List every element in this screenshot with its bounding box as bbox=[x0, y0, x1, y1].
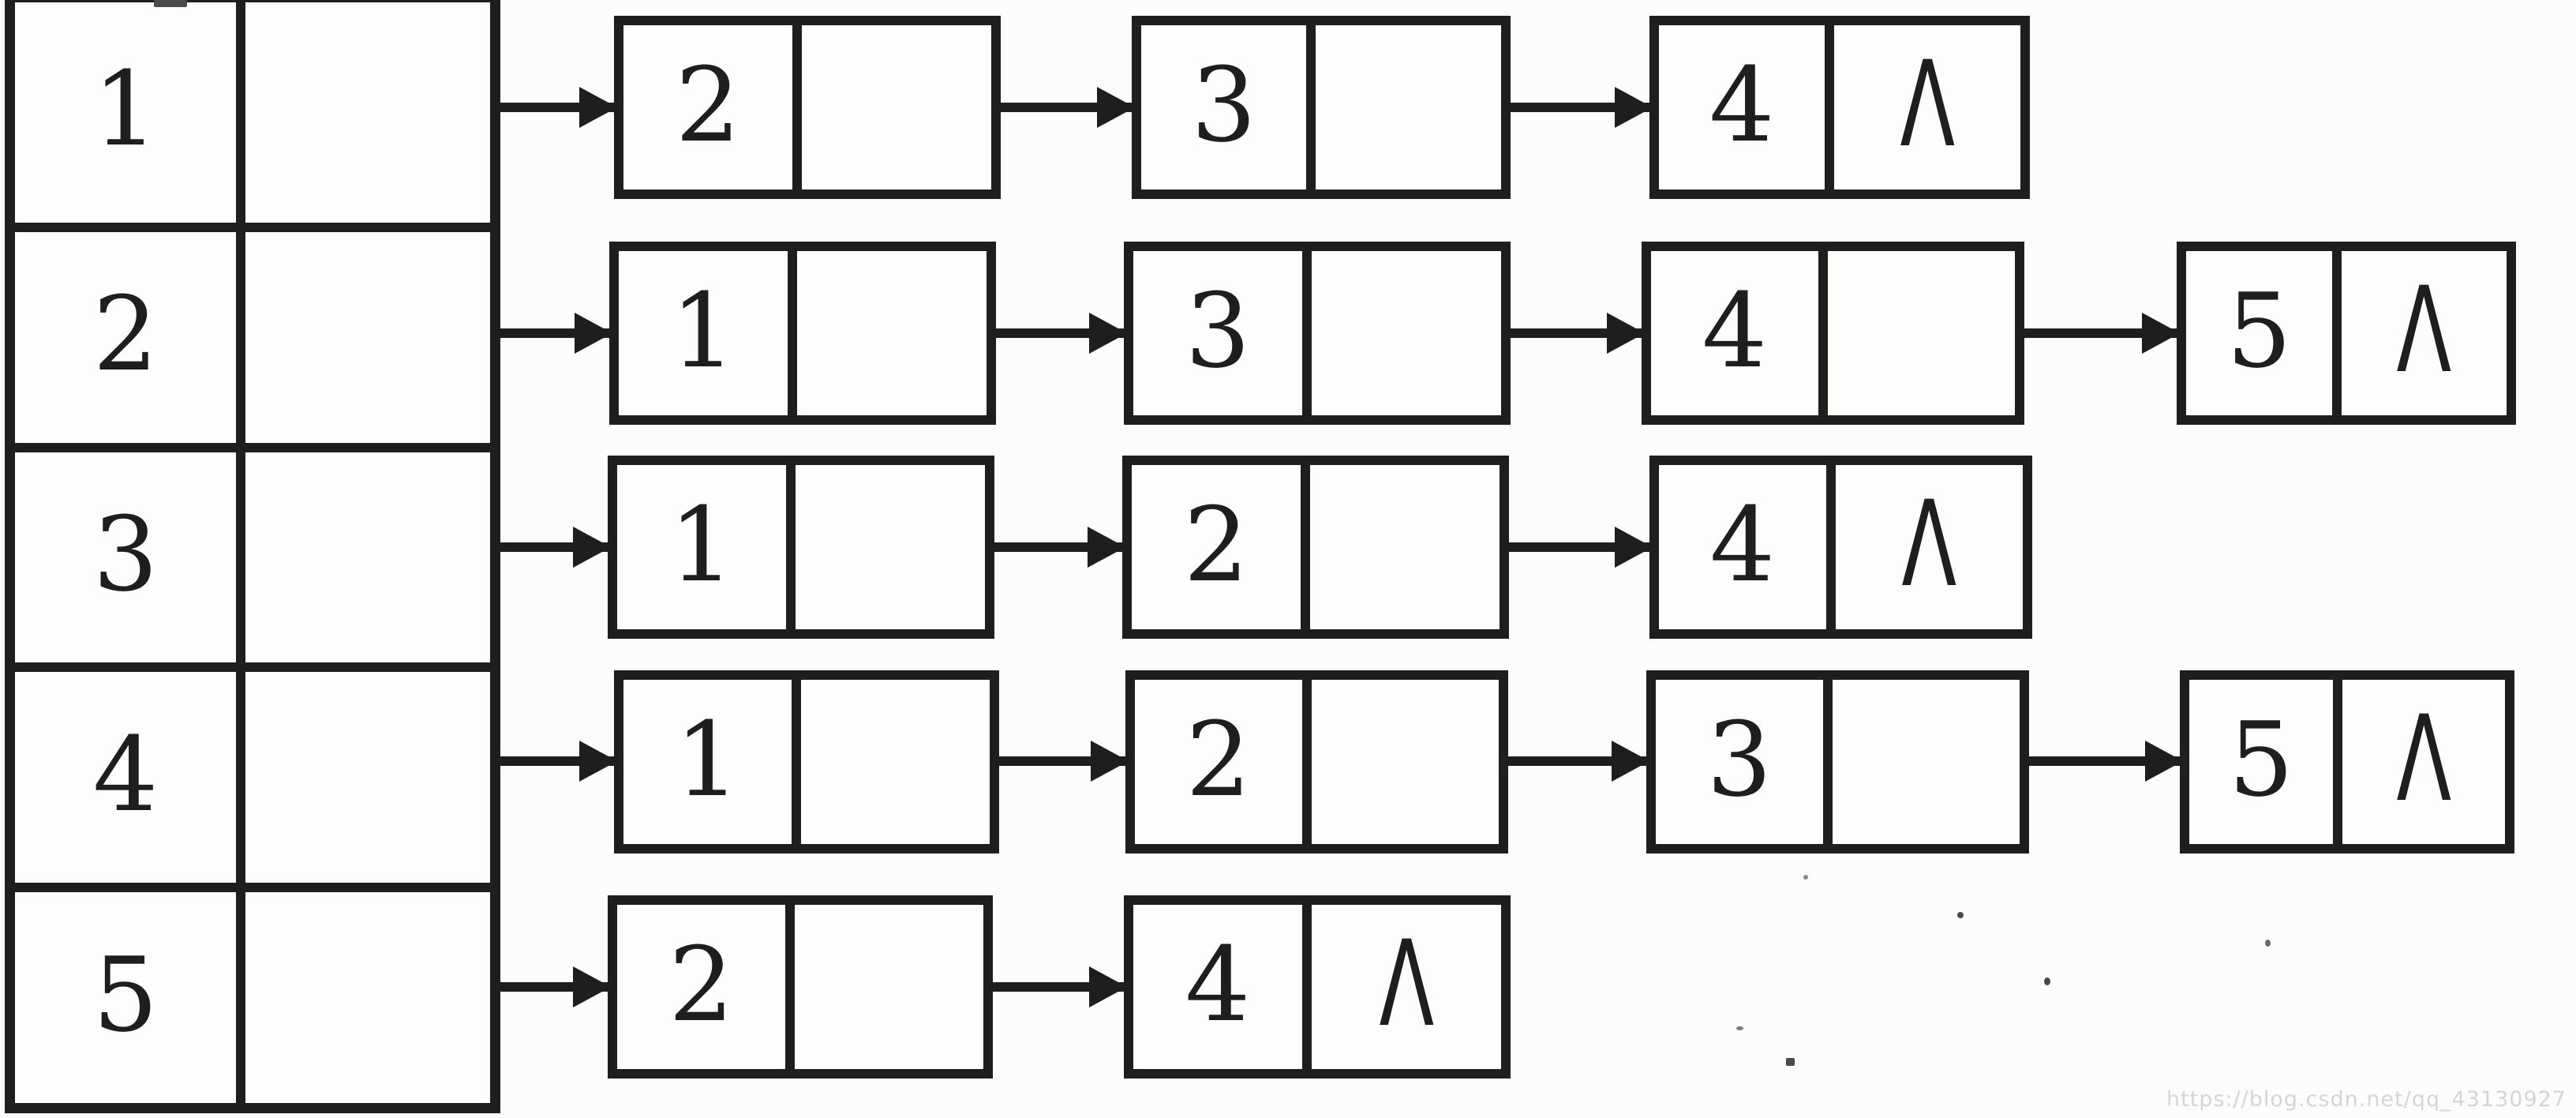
arrow-icon bbox=[1511, 103, 1649, 112]
arrow-icon bbox=[1509, 542, 1649, 552]
node-null-cell: Λ bbox=[2342, 251, 2507, 415]
node-data-cell: 1 bbox=[623, 680, 802, 844]
arrow-icon bbox=[993, 982, 1124, 992]
node-data-cell: 5 bbox=[2189, 680, 2342, 844]
list-node: 5 Λ bbox=[2177, 242, 2516, 425]
vertex-label: 1 bbox=[15, 2, 245, 223]
list-node: 1 bbox=[609, 242, 996, 425]
scan-speck bbox=[2265, 940, 2271, 947]
node-data-cell: 2 bbox=[1135, 680, 1312, 844]
arrow-icon bbox=[1001, 103, 1132, 112]
vertex-label: 3 bbox=[15, 452, 245, 663]
node-data-cell: 3 bbox=[1656, 680, 1833, 844]
null-symbol: Λ bbox=[1379, 916, 1434, 1053]
null-symbol: Λ bbox=[1901, 476, 1957, 613]
list-node: 4 Λ bbox=[1124, 895, 1511, 1079]
node-data-cell: 4 bbox=[1659, 25, 1835, 189]
node-pointer-cell bbox=[802, 25, 991, 189]
node-data-cell: 1 bbox=[617, 465, 796, 629]
scan-speck bbox=[154, 0, 187, 7]
node-pointer-cell bbox=[1828, 251, 2015, 415]
node-data-cell: 3 bbox=[1141, 25, 1316, 189]
list-node: 2 bbox=[608, 895, 993, 1079]
null-symbol: Λ bbox=[1900, 36, 1955, 174]
node-data-cell: 4 bbox=[1659, 465, 1836, 629]
arrow-icon bbox=[500, 756, 614, 766]
watermark: https://blog.csdn.net/qq_43130927 bbox=[2166, 1087, 2567, 1112]
node-pointer-cell bbox=[797, 251, 987, 415]
vertex-label: 4 bbox=[15, 672, 245, 884]
node-pointer-cell bbox=[1312, 680, 1499, 844]
node-data-cell: 5 bbox=[2186, 251, 2342, 415]
arrow-icon bbox=[999, 756, 1125, 766]
list-node: 2 bbox=[1125, 670, 1508, 854]
scan-speck bbox=[1803, 875, 1808, 880]
node-null-cell: Λ bbox=[1836, 465, 2023, 629]
list-node: 3 bbox=[1646, 670, 2029, 854]
node-pointer-cell bbox=[1833, 680, 2020, 844]
node-null-cell: Λ bbox=[1312, 905, 1501, 1069]
list-node: 1 bbox=[608, 456, 994, 639]
node-pointer-cell bbox=[1316, 25, 1501, 189]
vertex-pointer-cell bbox=[245, 232, 490, 443]
list-node: 2 bbox=[614, 16, 1001, 199]
node-data-cell: 2 bbox=[623, 25, 802, 189]
arrow-icon bbox=[500, 103, 614, 112]
node-data-cell: 1 bbox=[619, 251, 797, 415]
node-null-cell: Λ bbox=[2342, 680, 2505, 844]
table-row: 3 bbox=[15, 442, 490, 663]
list-node: 3 bbox=[1124, 242, 1511, 425]
table-row: 2 bbox=[15, 222, 490, 443]
list-node: 5 Λ bbox=[2180, 670, 2514, 854]
arrow-icon bbox=[996, 328, 1124, 338]
node-data-cell: 4 bbox=[1651, 251, 1828, 415]
node-data-cell: 4 bbox=[1133, 905, 1312, 1069]
list-node: 4 Λ bbox=[1649, 16, 2030, 199]
arrow-icon bbox=[2029, 756, 2180, 766]
node-null-cell: Λ bbox=[1834, 25, 2020, 189]
vertex-pointer-cell bbox=[245, 2, 490, 223]
arrow-icon bbox=[1508, 756, 1646, 766]
table-row: 5 bbox=[15, 883, 490, 1103]
arrow-icon bbox=[1511, 328, 1642, 338]
arrow-icon bbox=[500, 328, 609, 338]
null-symbol: Λ bbox=[2396, 691, 2451, 828]
node-data-cell: 2 bbox=[617, 905, 796, 1069]
arrow-icon bbox=[500, 542, 608, 552]
list-node: 4 Λ bbox=[1649, 456, 2032, 639]
node-pointer-cell bbox=[1310, 465, 1500, 629]
node-pointer-cell bbox=[796, 465, 985, 629]
node-pointer-cell bbox=[795, 905, 983, 1069]
scan-speck bbox=[1957, 912, 1964, 918]
arrow-icon bbox=[500, 982, 608, 992]
scan-speck bbox=[1786, 1058, 1795, 1066]
node-data-cell: 3 bbox=[1133, 251, 1312, 415]
null-symbol: Λ bbox=[2396, 262, 2452, 400]
arrow-icon bbox=[994, 542, 1122, 552]
list-node: 3 bbox=[1132, 16, 1511, 199]
list-node: 4 bbox=[1642, 242, 2024, 425]
table-row: 1 bbox=[15, 2, 490, 223]
arrow-icon bbox=[2024, 328, 2177, 338]
vertex-label: 2 bbox=[15, 231, 245, 443]
list-node: 2 bbox=[1122, 456, 1509, 639]
vertex-pointer-cell bbox=[245, 892, 490, 1103]
vertex-table: 1 2 3 4 5 bbox=[5, 0, 500, 1113]
vertex-pointer-cell bbox=[245, 452, 490, 663]
node-data-cell: 2 bbox=[1132, 465, 1310, 629]
scan-speck bbox=[1736, 1026, 1743, 1030]
vertex-pointer-cell bbox=[245, 672, 490, 883]
list-node: 1 bbox=[614, 670, 999, 854]
node-pointer-cell bbox=[1312, 251, 1501, 415]
table-row: 4 bbox=[15, 662, 490, 884]
vertex-label: 5 bbox=[15, 892, 245, 1103]
node-pointer-cell bbox=[801, 680, 990, 844]
scan-speck bbox=[2044, 977, 2050, 985]
